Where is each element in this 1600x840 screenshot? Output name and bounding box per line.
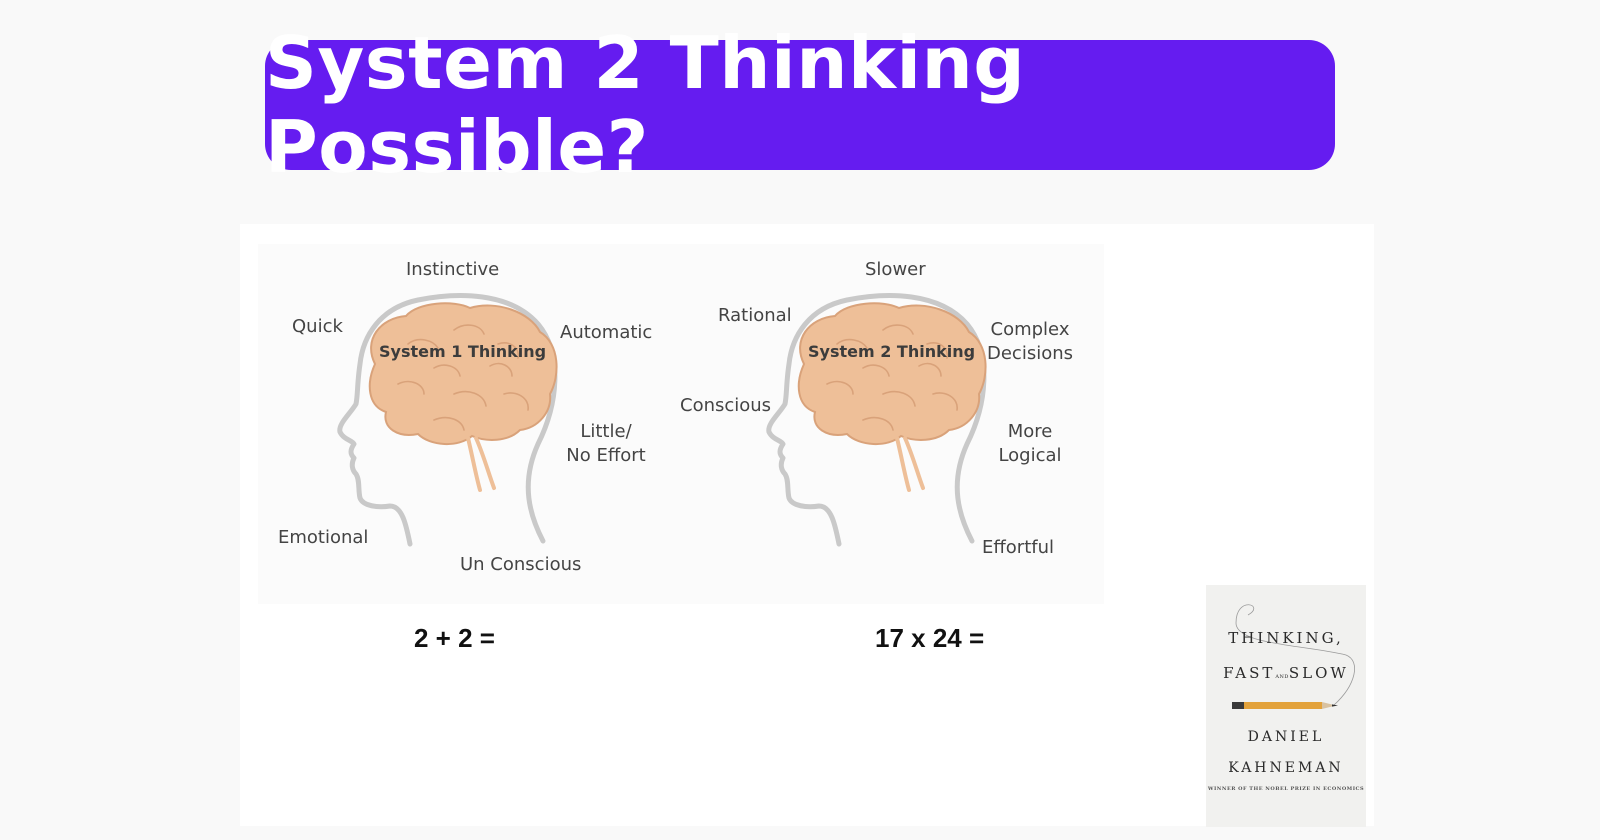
equation-system1: 2 + 2 = bbox=[414, 623, 495, 653]
book-title-line1: THINKING, bbox=[1228, 629, 1344, 647]
label-complex-decisions: Complex Decisions bbox=[982, 318, 1078, 366]
page-title: System 2 Thinking Possible? bbox=[265, 21, 1026, 189]
book-author-last: KAHNEMAN bbox=[1228, 760, 1344, 776]
book-title-fast: FAST bbox=[1223, 664, 1276, 682]
equation-system2: 17 x 24 = bbox=[875, 623, 985, 653]
label-effortful: Effortful bbox=[982, 537, 1054, 558]
book-cover: THINKING, FASTANDSLOW DANIEL KAHNEMAN WI… bbox=[1206, 585, 1366, 827]
system1-brain-label: System 1 Thinking bbox=[379, 342, 547, 361]
label-unconscious: Un Conscious bbox=[460, 554, 582, 575]
book-title-line2: FASTANDSLOW bbox=[1206, 664, 1366, 682]
book-decor bbox=[1232, 604, 1355, 709]
diagram-panel: System 1 Thinking Instinctive Quick Auto… bbox=[240, 224, 1374, 826]
label-emotional: Emotional bbox=[278, 527, 369, 548]
label-more: More bbox=[1007, 421, 1053, 442]
book-author-first: DANIEL bbox=[1247, 729, 1325, 745]
label-little: Little/ bbox=[580, 421, 632, 442]
heads-illustration bbox=[337, 293, 987, 547]
label-conscious: Conscious bbox=[680, 395, 772, 416]
label-quick: Quick bbox=[292, 316, 343, 337]
head-silhouette-system2 bbox=[766, 293, 987, 547]
label-automatic: Automatic bbox=[560, 322, 653, 343]
head-silhouette-system1 bbox=[337, 293, 558, 547]
book-title-and: AND bbox=[1275, 674, 1289, 680]
label-instinctive: Instinctive bbox=[406, 259, 500, 280]
label-rational: Rational bbox=[718, 305, 792, 326]
label-slower: Slower bbox=[865, 259, 926, 280]
label-little-no-effort: Little/ No Effort bbox=[560, 420, 652, 468]
label-no-effort: No Effort bbox=[566, 445, 646, 466]
brain-system2 bbox=[797, 302, 987, 492]
brain-diagram-area: System 1 Thinking Instinctive Quick Auto… bbox=[258, 244, 1104, 604]
label-complex: Complex bbox=[990, 319, 1070, 340]
book-title-slow: SLOW bbox=[1288, 664, 1349, 682]
title-banner: System 2 Thinking Possible? bbox=[265, 21, 1335, 189]
brain-system1 bbox=[368, 302, 558, 492]
label-more-logical: More Logical bbox=[990, 420, 1070, 468]
book-tagline: WINNER OF THE NOBEL PRIZE IN ECONOMICS bbox=[1207, 786, 1365, 792]
pencil-icon bbox=[1232, 702, 1338, 709]
label-logical: Logical bbox=[998, 445, 1062, 466]
label-decisions: Decisions bbox=[986, 343, 1073, 364]
system2-brain-label: System 2 Thinking bbox=[808, 342, 976, 361]
